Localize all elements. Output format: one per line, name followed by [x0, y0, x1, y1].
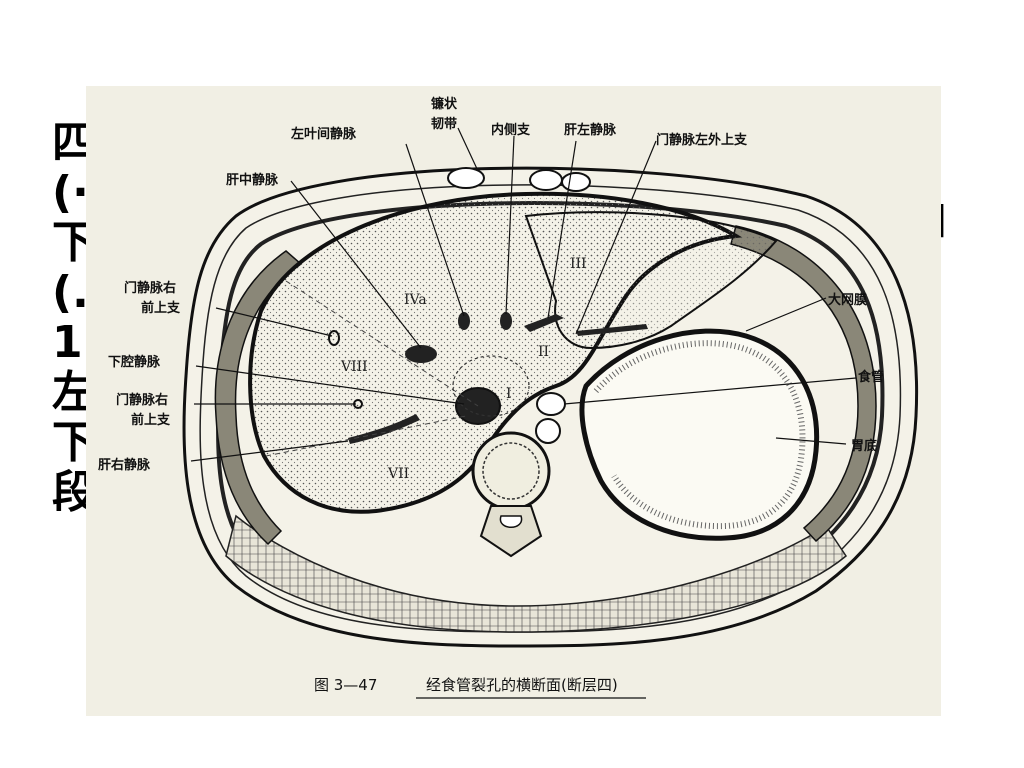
falciform-structure-1: [447, 167, 485, 189]
medial-branch-vessel: [500, 312, 512, 330]
stomach: [579, 328, 820, 541]
caudate-outline: [452, 355, 530, 417]
spinous-process: [479, 505, 543, 558]
label-left-hepatic-vein: 肝左静脉: [564, 122, 617, 138]
liver-left-lobe: [524, 211, 778, 350]
slide-line-4: (.: [52, 267, 89, 318]
rib-band-right: [214, 250, 303, 546]
spinal-canal: [499, 515, 523, 528]
caption-title: 经食管裂孔的横断面(断层四): [426, 676, 618, 694]
segment-VIII: VIII: [340, 359, 368, 375]
label-falciform-2: 韧带: [431, 116, 457, 132]
label-greater-omentum: 大网膜: [828, 292, 867, 308]
label-fundus: 胃底: [851, 438, 877, 454]
left-hepatic-vessel: [524, 314, 564, 332]
portal-left-branch: [576, 324, 648, 336]
back-muscles: [225, 514, 847, 633]
label-portal-right-anterior-2a: 门静脉右: [116, 392, 168, 408]
label-ivc: 下腔静脉: [108, 354, 161, 370]
segment-I: I: [506, 386, 512, 402]
label-portal-right-anterior-1b: 前上支: [141, 300, 181, 316]
caption-number: 图 3—47: [314, 676, 377, 694]
cross-section-diagram: IVa III II VIII I VII 镰状 韧带 左叶间静脉 内侧支 肝左…: [98, 96, 919, 699]
esophagus-vessel: [536, 392, 566, 416]
label-right-hepatic-vein: 肝右静脉: [98, 457, 151, 473]
segment-IVa: IVa: [404, 292, 427, 308]
rib-band-left: [730, 225, 877, 543]
label-portal-left-lateral-superior: 门静脉左外上支: [656, 132, 748, 148]
left-intersegmental-vessel: [458, 312, 470, 330]
vertebral-body: [471, 431, 551, 511]
anatomy-figure: IVa III II VIII I VII 镰状 韧带 左叶间静脉 内侧支 肝左…: [86, 86, 941, 716]
segment-VII: VII: [387, 466, 409, 482]
segment-boundary-1: [285, 280, 479, 407]
portal-right-vessel-1: [328, 330, 340, 346]
segment-III: III: [570, 256, 587, 272]
middle-hepatic-vessel: [405, 345, 437, 363]
slide-line-2: (·: [52, 167, 89, 218]
vertebral-body-inner: [482, 442, 540, 500]
label-falciform-1: 镰状: [430, 96, 458, 112]
label-left-intersegmental-vein: 左叶间静脉: [291, 126, 357, 142]
label-middle-hepatic-vein: 肝中静脉: [226, 172, 279, 188]
label-portal-right-anterior-1a: 门静脉右: [124, 280, 176, 296]
segment-II: II: [538, 344, 549, 360]
label-esophagus: 食管: [858, 369, 884, 385]
aorta: [535, 418, 561, 444]
label-portal-right-anterior-2b: 前上支: [131, 412, 171, 428]
body-inner-outline: [199, 184, 902, 633]
falciform-structure-2: [529, 169, 563, 191]
label-medial-branch: 内侧支: [491, 122, 531, 138]
segment-boundary-2: [265, 415, 467, 457]
falciform-structure-3: [561, 172, 591, 192]
stomach-wall-dots: [593, 340, 806, 530]
leader-lines: [190, 127, 857, 462]
